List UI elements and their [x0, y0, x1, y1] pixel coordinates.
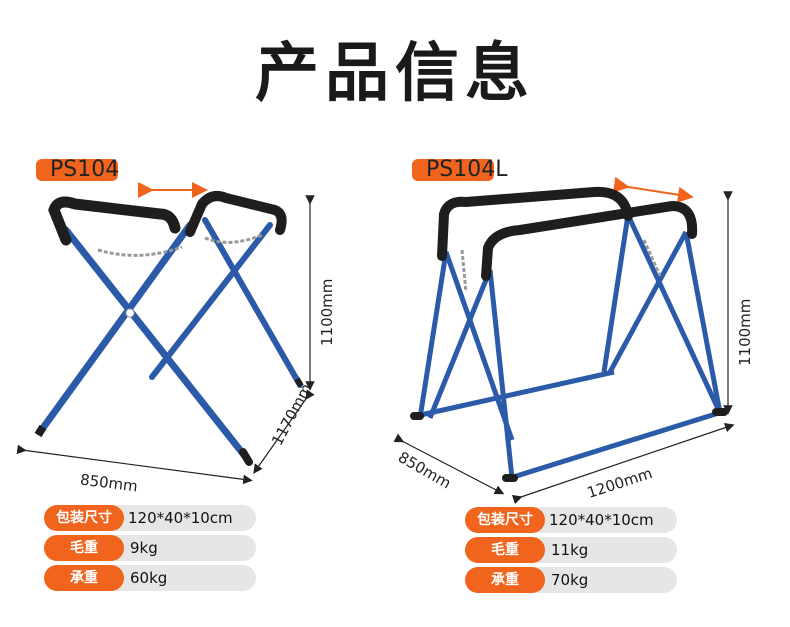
spec-row-load-capacity: 承重 70kg	[465, 567, 677, 593]
spec-label: 包装尺寸	[465, 507, 545, 533]
spec-value: 70kg	[551, 571, 589, 589]
spec-row-gross-weight: 毛重 11kg	[465, 537, 677, 563]
spec-label: 承重	[44, 565, 124, 591]
ps104-height-label: 1100mm	[318, 278, 336, 346]
model-name: PS104L	[426, 157, 508, 182]
ps104l-height-label: 1100mm	[736, 298, 754, 366]
spec-value: 120*40*10cm	[549, 511, 654, 529]
spec-row-load-capacity: 承重 60kg	[44, 565, 256, 591]
model-name: PS104	[50, 157, 120, 182]
spec-value: 9kg	[130, 539, 158, 557]
spec-label: 毛重	[44, 535, 124, 561]
spec-value: 60kg	[130, 569, 168, 587]
model-tag-ps104: PS104	[36, 157, 119, 183]
spec-row-package-size: 包装尺寸 120*40*10cm	[465, 507, 677, 533]
spec-label: 毛重	[465, 537, 545, 563]
ps104l-spec-table: 包装尺寸 120*40*10cm 毛重 11kg 承重 70kg	[465, 507, 677, 597]
ps104l-stand-image	[393, 176, 735, 505]
spec-label: 包装尺寸	[44, 505, 124, 531]
spec-value: 11kg	[551, 541, 589, 559]
spec-row-package-size: 包装尺寸 120*40*10cm	[44, 505, 256, 531]
spec-row-gross-weight: 毛重 9kg	[44, 535, 256, 561]
model-tag-ps104l: PS104L	[412, 157, 507, 183]
ps104-spec-table: 包装尺寸 120*40*10cm 毛重 9kg 承重 60kg	[44, 505, 256, 595]
page-title: 产品信息	[255, 37, 535, 111]
spec-label: 承重	[465, 567, 545, 593]
spec-value: 120*40*10cm	[128, 509, 233, 527]
ps104-stand-image	[16, 182, 315, 485]
